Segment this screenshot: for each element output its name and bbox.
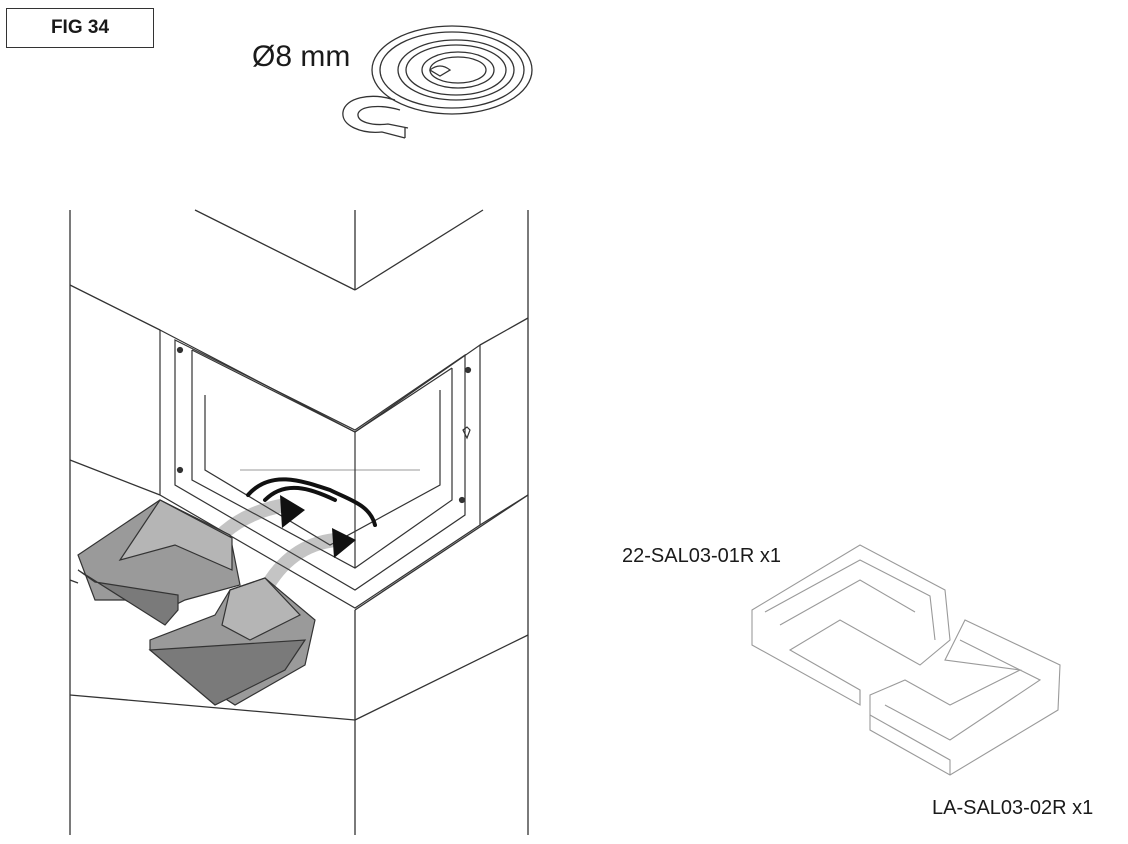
figure-label-text: FIG 34 (50, 17, 110, 38)
gasket-diameter-label: Ø8 mm (252, 40, 351, 73)
gasket-rope-coil (342, 25, 533, 139)
part-reference-1 (751, 544, 951, 706)
part-code-2: LA-SAL03-02R x1 (932, 797, 1094, 819)
rope-in-firebox (246, 477, 377, 527)
hearth-part-2 (148, 577, 316, 706)
part-reference-2 (869, 619, 1061, 776)
stove-housing (69, 209, 529, 835)
hearth-part-1 (77, 499, 241, 626)
part-code-1: 22-SAL03-01R x1 (622, 545, 781, 567)
firebox-opening (159, 329, 481, 609)
figure-label: FIG 34 (6, 8, 154, 48)
